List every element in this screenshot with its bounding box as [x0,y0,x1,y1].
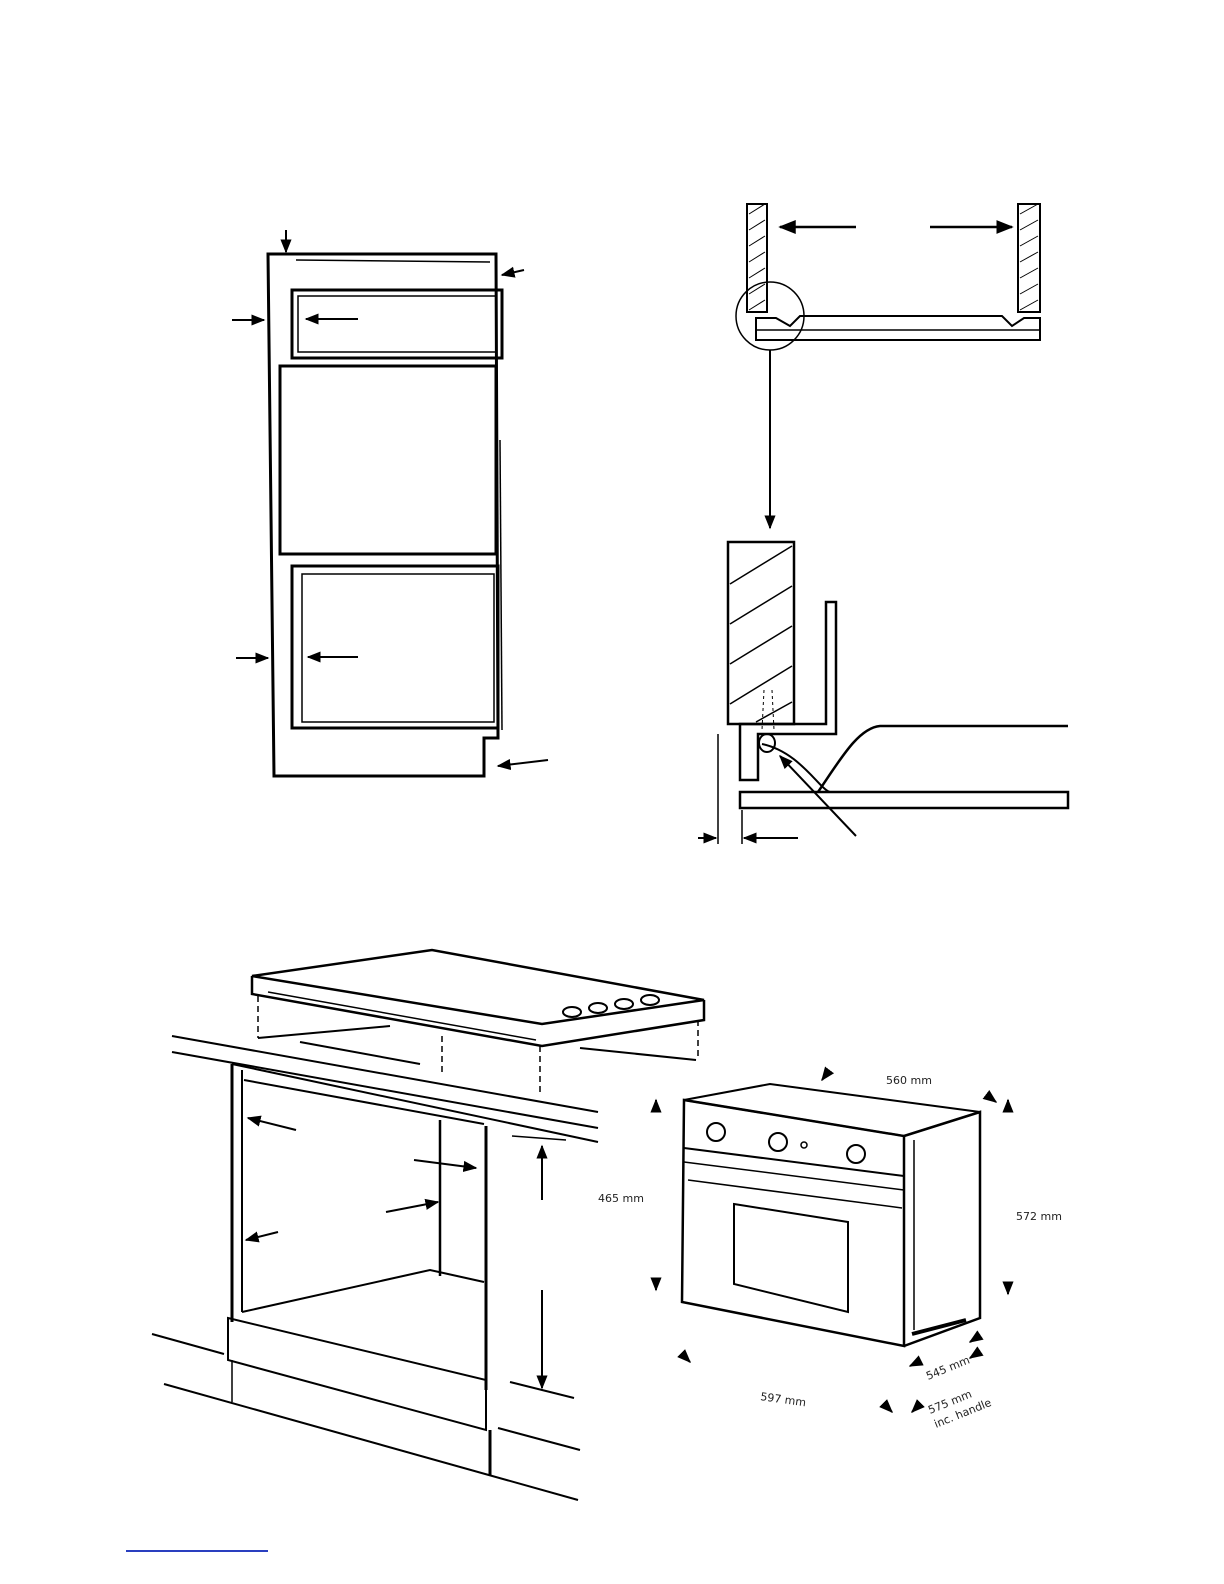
dim-depth: 545 mm [924,1354,971,1383]
dim-front-height: 465 mm [598,1192,644,1205]
dim-front-width: 597 mm [760,1390,807,1409]
housing-unit-front-diagram [232,230,548,776]
dim-top-width: 560 mm [886,1074,932,1087]
oven-dimension-labels: 560 mm 465 mm 572 mm 545 mm 597 mm 575 m… [598,1074,1062,1431]
cabinet-section-diagram [698,204,1068,844]
dim-side-height: 572 mm [1016,1210,1062,1223]
footer-rule [126,1550,268,1552]
hob-and-housing-diagram [152,950,704,1500]
